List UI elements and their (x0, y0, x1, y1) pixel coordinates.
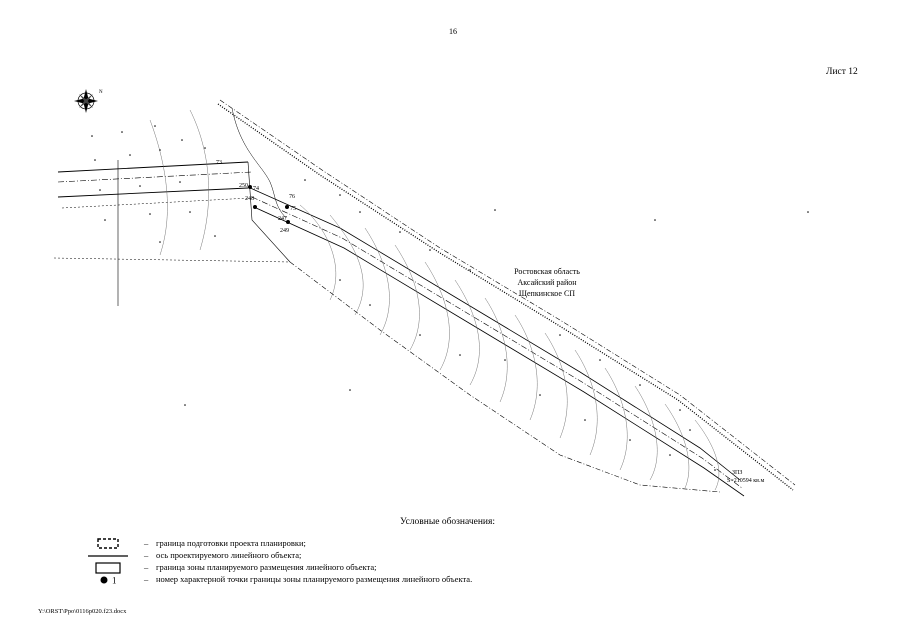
point-marker-number: 1 (112, 576, 117, 586)
main-corridor (217, 99, 796, 497)
compass-rose-icon: N (74, 89, 103, 113)
solid-rectangle-icon (95, 562, 121, 574)
dashed-rectangle-icon (97, 538, 119, 549)
legend-label: номер характерной точки границы зоны пла… (156, 574, 473, 584)
point-250-label: 250 (239, 183, 248, 189)
legend-item-axis: – ось проектируемого линейного объекта; (88, 550, 688, 562)
point-75-label: 75 (290, 206, 296, 212)
region-label-line-2: Аксайский район (517, 278, 577, 287)
legend-dash: – (144, 574, 149, 584)
contour-lines (149, 109, 720, 491)
legend-item-planning-boundary: – граница подготовки проекта планировки; (88, 538, 688, 550)
characteristic-points (248, 185, 290, 224)
legend-title: Условные обозначения: (400, 517, 496, 527)
point-74-label: 74 (253, 186, 259, 192)
compass-north-label: N (99, 90, 103, 95)
legend-label: граница зоны планируемого размещения лин… (156, 562, 377, 572)
point-73-label: 73 (216, 160, 222, 166)
legend-label: граница подготовки проекта планировки; (156, 538, 306, 548)
point-249-label: 249 (280, 228, 289, 234)
point-76-label: 76 (289, 194, 295, 200)
legend-dash: – (144, 550, 149, 560)
legend-dash: – (144, 562, 149, 572)
area-label-size: S=210594 кв.м (727, 478, 764, 484)
point-marker-icon: 1 (100, 576, 117, 586)
axis-line-icon (88, 555, 128, 557)
legend-dash: – (144, 538, 149, 548)
region-label-line-1: Ростовская область (514, 267, 580, 276)
area-label-zone: ЗПЗ (732, 470, 742, 476)
sheet-label: Лист 12 (826, 67, 858, 77)
legend-item-point-number: 1 – номер характерной точки границы зоны… (88, 574, 688, 586)
point-248-label: 248 (245, 196, 254, 202)
region-label-line-3: Щепкинское СП (519, 289, 575, 298)
legend-item-zone-boundary: – граница зоны планируемого размещения л… (88, 562, 688, 574)
survey-marks (91, 125, 809, 471)
point-247-label: 247 (278, 216, 287, 222)
page-number: 16 (449, 27, 457, 36)
footer-file-path: Y:\ORST\Ppo\0116p020.f23.docx (38, 608, 127, 615)
legend-label: ось проектируемого линейного объекта; (156, 550, 302, 560)
west-road-corridor (53, 160, 291, 306)
